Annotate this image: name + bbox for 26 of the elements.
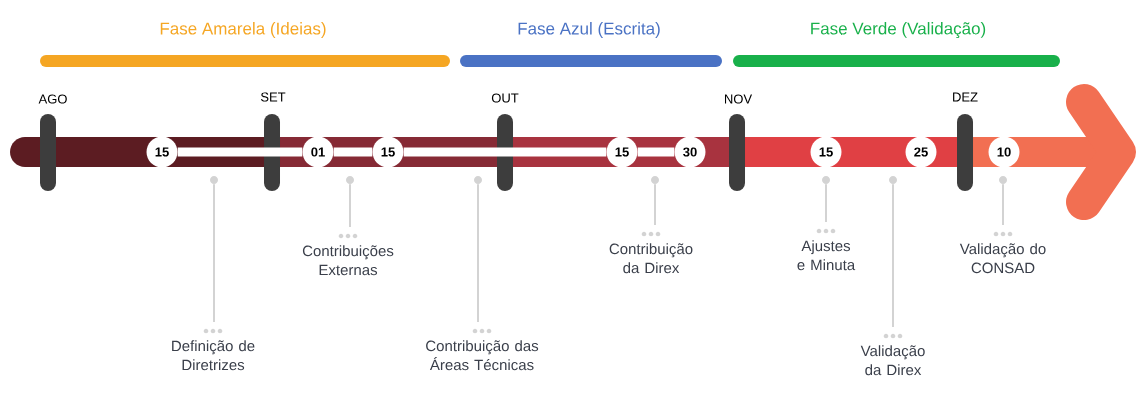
leader-line [883,183,903,339]
month-label: AGO [38,94,67,104]
leader-line [816,183,836,234]
event-label: Validação da Direx [860,345,925,376]
phase-title: Fase Verde (Validação) [811,22,986,38]
month-label: DEZ [953,92,978,102]
event-label: Contribuição da Direx [609,243,693,274]
phase-title: Fase Amarela (Ideias) [160,22,326,38]
leader-line [203,183,223,334]
event-label: Contribuições Externas [302,245,394,276]
month-label: OUT [491,93,519,103]
timeline-link [177,147,303,157]
timeline-link [403,147,607,157]
event-label: Validação do CONSAD [959,243,1046,274]
timeline-link [333,147,373,157]
leader-line [472,183,492,334]
timeline-link [637,147,675,157]
leader-line [338,183,358,239]
leader-line [993,183,1013,237]
event-label: Contribuição das Áreas Técnicas [426,340,539,371]
event-label: Definição de Diretrizes [172,340,255,371]
phase-title: Fase Azul (Escrita) [518,22,660,38]
month-label: NOV [725,94,753,104]
leader-line [641,183,661,237]
event-label: Ajustes e Minuta [797,240,856,271]
month-label: SET [260,92,286,102]
